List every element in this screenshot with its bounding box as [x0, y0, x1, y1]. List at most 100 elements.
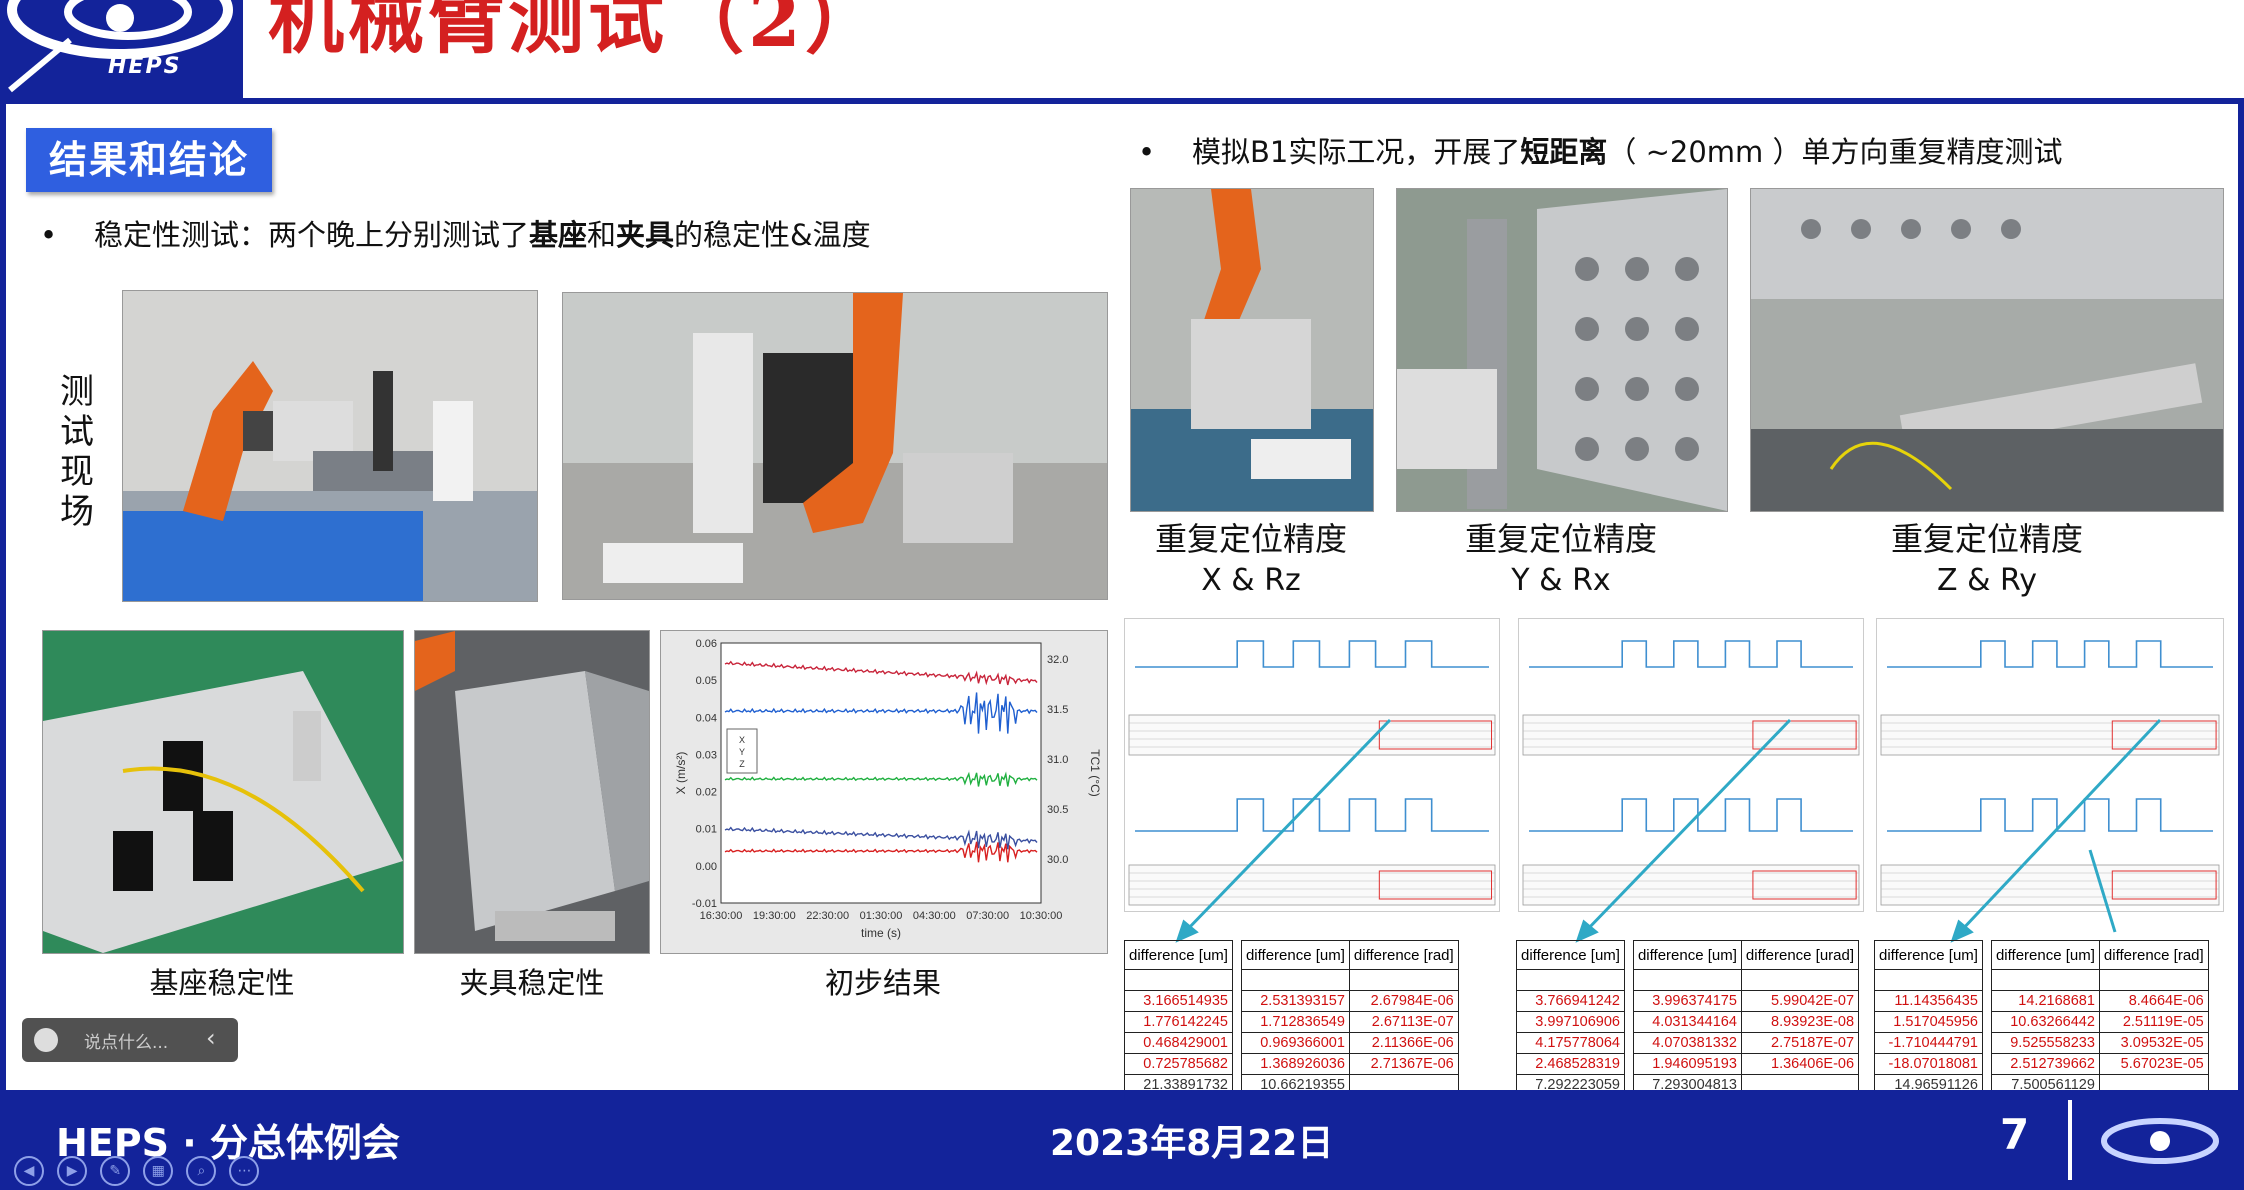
diff-table-1: difference [um] 3.166514935 1.776142245 … — [1124, 940, 1459, 1096]
photo-fixture-stability — [414, 630, 650, 954]
table-cell — [1990, 969, 2100, 991]
table-header: difference [um] — [1990, 940, 2100, 970]
slide-header — [0, 0, 2244, 100]
mini-data-grid — [1522, 864, 1860, 906]
table-cell: 2.468528319 — [1516, 1053, 1625, 1075]
y-tick-label: 0.03 — [696, 749, 717, 761]
result-chart: 16:30:00 19:30:00 22:30:00 01:30:00 04:30:00… — [660, 630, 1108, 954]
mini-plot-svg — [1880, 640, 2220, 906]
col-axes-text: Y & Rx — [1511, 563, 1611, 598]
bullet-mid: 和 — [587, 218, 617, 252]
step-trace — [1887, 640, 2213, 668]
y2-tick-label: 30.0 — [1047, 854, 1068, 866]
bullet-bold-base: 基座 — [529, 218, 588, 252]
bullet-bold-fixture: 夹具 — [616, 218, 675, 252]
diff-col-1: difference [um] 11.14356435 1.517045956 … — [1874, 940, 1983, 1096]
chart-legend — [726, 728, 758, 774]
y-tick-label: -0.01 — [692, 898, 717, 910]
chat-placeholder[interactable]: 说点什么... — [84, 1033, 169, 1053]
side-label-char: 现 — [60, 452, 94, 492]
table-cell — [1348, 969, 1459, 991]
footer-logo — [2098, 1106, 2222, 1176]
col-title-1: 重复定位精度 X & Rz — [1104, 518, 1398, 602]
y-tick-label: 0.05 — [696, 675, 717, 687]
table-cell — [1874, 969, 1983, 991]
x-accel-trace — [724, 692, 1038, 734]
side-label-char: 试 — [60, 412, 94, 452]
bullet-bold: 短距离 — [1520, 135, 1608, 169]
table-cell: 1.36406E-06 — [1740, 1053, 1860, 1075]
emoji-icon[interactable] — [34, 1028, 58, 1052]
slide-footer — [0, 1090, 2244, 1190]
photo-test-x-rz — [1130, 188, 1374, 512]
y-tick-label: 0.00 — [696, 861, 717, 873]
table-cell: 4.175778064 — [1516, 1032, 1625, 1054]
y-tick-label: 0.02 — [696, 787, 717, 799]
table-cell: -18.07018081 — [1874, 1053, 1983, 1075]
caption-base: 基座稳定性 — [149, 966, 295, 1000]
data-screenshot-1 — [1124, 618, 1500, 912]
table-header: difference [um] — [1124, 940, 1233, 970]
collapse-chevron-icon[interactable]: ‹ — [206, 1024, 216, 1052]
x-tick-label: 07:30:00 — [966, 910, 1009, 922]
table-cell: 3.997106906 — [1516, 1011, 1625, 1033]
diff-col-2: difference [um]difference [rad] 2.531393… — [1240, 940, 1459, 1096]
diff-col-1: difference [um] 3.766941242 3.997106906 … — [1516, 940, 1625, 1096]
bullet-suffix: 的稳定性&温度 — [674, 218, 871, 252]
y-tick-label: 0.04 — [696, 712, 717, 724]
highlight-box — [1752, 870, 1857, 900]
result-chart-svg: 16:30:00 19:30:00 22:30:00 01:30:00 04:30:00… — [674, 638, 1102, 940]
mini-data-grid — [1128, 864, 1496, 906]
diff-table-2: difference [um] 3.766941242 3.997106906 … — [1516, 940, 1860, 1096]
col-title-text: 重复定位精度 — [1890, 520, 2083, 558]
next-slide-icon[interactable]: ▶ — [57, 1156, 88, 1186]
more-options-icon[interactable]: ⋯ — [229, 1156, 260, 1186]
y-tick-label: 0.06 — [696, 638, 717, 650]
table-cell: 9.525558233 — [1990, 1032, 2100, 1054]
page-number: 7 — [2000, 1110, 2030, 1159]
table-header: difference [um] — [1632, 940, 1742, 970]
table-header: difference [um] — [1516, 940, 1625, 970]
x-tick-label: 04:30:00 — [913, 910, 956, 922]
temperature-trace — [724, 660, 1038, 686]
x-tick-label: 22:30:00 — [806, 910, 849, 922]
table-cell: 2.67113E-07 — [1348, 1011, 1459, 1033]
table-header: difference [rad] — [2098, 940, 2209, 970]
step-trace — [1887, 798, 2213, 832]
slides-grid-icon[interactable]: ▦ — [143, 1156, 174, 1186]
photo-test-site-1 — [122, 290, 538, 602]
x-tick-label: 16:30:00 — [700, 910, 743, 922]
section-tag: 结果和结论 — [26, 128, 272, 192]
table-cell: 0.969366001 — [1240, 1032, 1350, 1054]
table-cell: 4.070381332 — [1632, 1032, 1742, 1054]
footer-date: 2023年8月22日 — [1050, 1123, 1334, 1164]
table-cell: -1.710444791 — [1874, 1032, 1983, 1054]
diff-col-2: difference [um]difference [rad] 14.21686… — [1990, 940, 2209, 1096]
caption-result: 初步结果 — [824, 966, 941, 1000]
chat-input-box[interactable] — [22, 1018, 238, 1062]
table-cell — [1740, 969, 1860, 991]
step-trace — [1529, 640, 1853, 668]
highlight-box — [1752, 720, 1857, 750]
table-cell: 2.71367E-06 — [1348, 1053, 1459, 1075]
highlight-box — [1378, 870, 1493, 900]
prev-slide-icon[interactable]: ◀ — [14, 1156, 44, 1186]
arrow — [1583, 718, 1792, 934]
data-screenshot-3 — [1876, 618, 2224, 912]
col-axes-text: X & Rz — [1201, 563, 1301, 598]
x-tick-label: 19:30:00 — [753, 910, 796, 922]
table-cell: 2.531393157 — [1240, 990, 1350, 1012]
table-cell: 2.67984E-06 — [1348, 990, 1459, 1012]
pen-icon[interactable]: ✎ — [100, 1156, 131, 1186]
zoom-icon[interactable]: ⌕ — [186, 1156, 217, 1186]
table-cell: 3.09532E-05 — [2098, 1032, 2209, 1054]
x-tick-label: 01:30:00 — [860, 910, 903, 922]
side-label-char: 测 — [60, 372, 94, 412]
left-border — [0, 104, 6, 1090]
table-cell: 1.368926036 — [1240, 1053, 1350, 1075]
left-bullet: • 稳定性测试：两个晚上分别测试了基座和夹具的稳定性&温度 — [40, 215, 871, 255]
bullet-suffix: （ ~20mm ）单方向重复精度测试 — [1607, 135, 2063, 169]
table-cell: 5.99042E-07 — [1740, 990, 1860, 1012]
step-trace — [1135, 640, 1489, 668]
legend-entry: X — [739, 735, 745, 745]
